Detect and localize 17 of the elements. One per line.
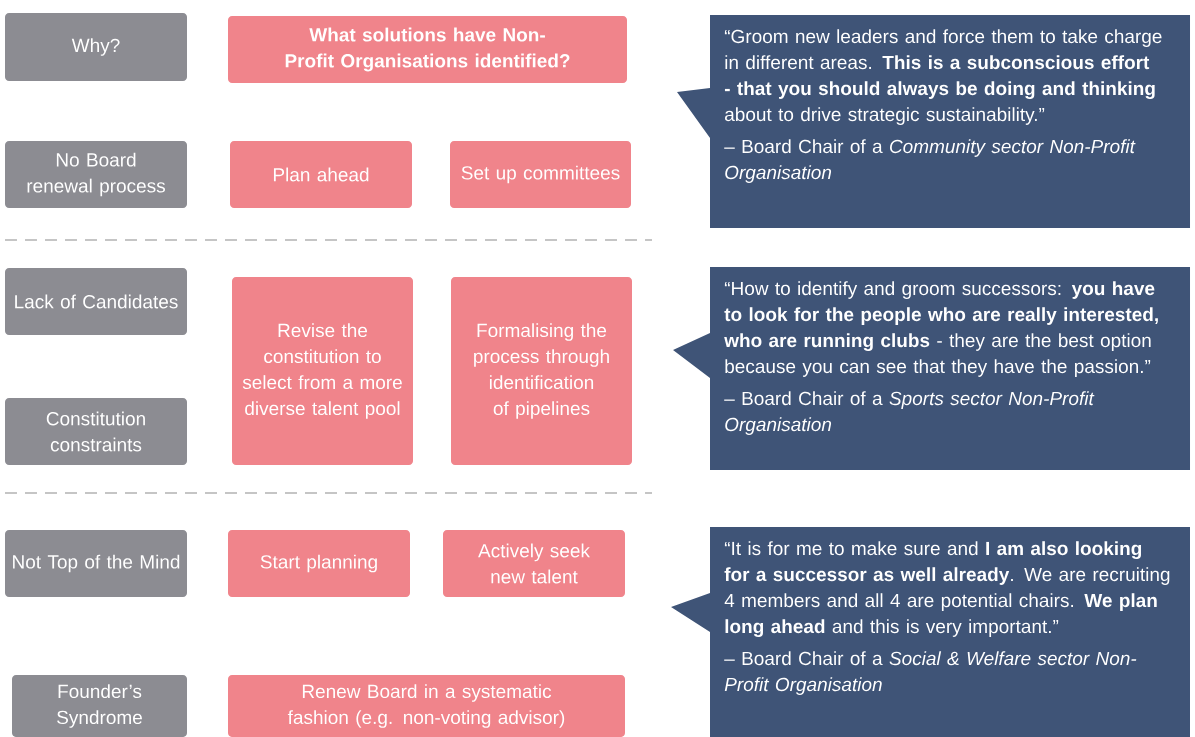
- reason-box: Why?: [5, 13, 187, 81]
- solution-box: Start planning: [228, 530, 410, 597]
- solution-box: Formalising the process through identification of pipelines: [451, 277, 632, 465]
- quote-callout: “It is for me to make sure and I am also looking for a successor as well already. We are recruiting 4 members and all 4 are potential chairs. We plan long ahead and this is very important.” – Board Chair of a Social & Welfare sector Non-Profit Organisation: [671, 527, 1190, 737]
- reason-box: No Board renewal process: [5, 141, 187, 208]
- quote-callout: “How to identify and groom successors: you have to look for the people who are really interested, who are running clubs - they are the best option because you can see that they have the passion.” – Board Chair of a Sports sector Non-Profit Organisation: [673, 267, 1190, 470]
- reason-box: Not Top of the Mind: [5, 530, 187, 597]
- solution-box: Set up committees: [450, 141, 631, 208]
- reason-box: Lack of Candidates: [5, 268, 187, 335]
- solution-box: Renew Board in a systematic fashion (e.g. non-voting advisor): [228, 675, 625, 737]
- heading-box: What solutions have Non-Profit Organisations identified?: [228, 16, 627, 83]
- quote-callout: “Groom new leaders and force them to take charge in different areas. This is a subconscious effort - that you should always be doing and thinking about to drive strategic sustainability.” – Board Chair of a Community sector Non-Profit Organisation: [677, 15, 1190, 228]
- reason-box: Constitution constraints: [5, 398, 187, 465]
- solution-box: Actively seek new talent: [443, 530, 625, 597]
- solution-box: Revise the constitution to select from a more diverse talent pool: [232, 277, 413, 465]
- reason-box: Founder’s Syndrome: [12, 675, 187, 737]
- solution-box: Plan ahead: [230, 141, 412, 208]
